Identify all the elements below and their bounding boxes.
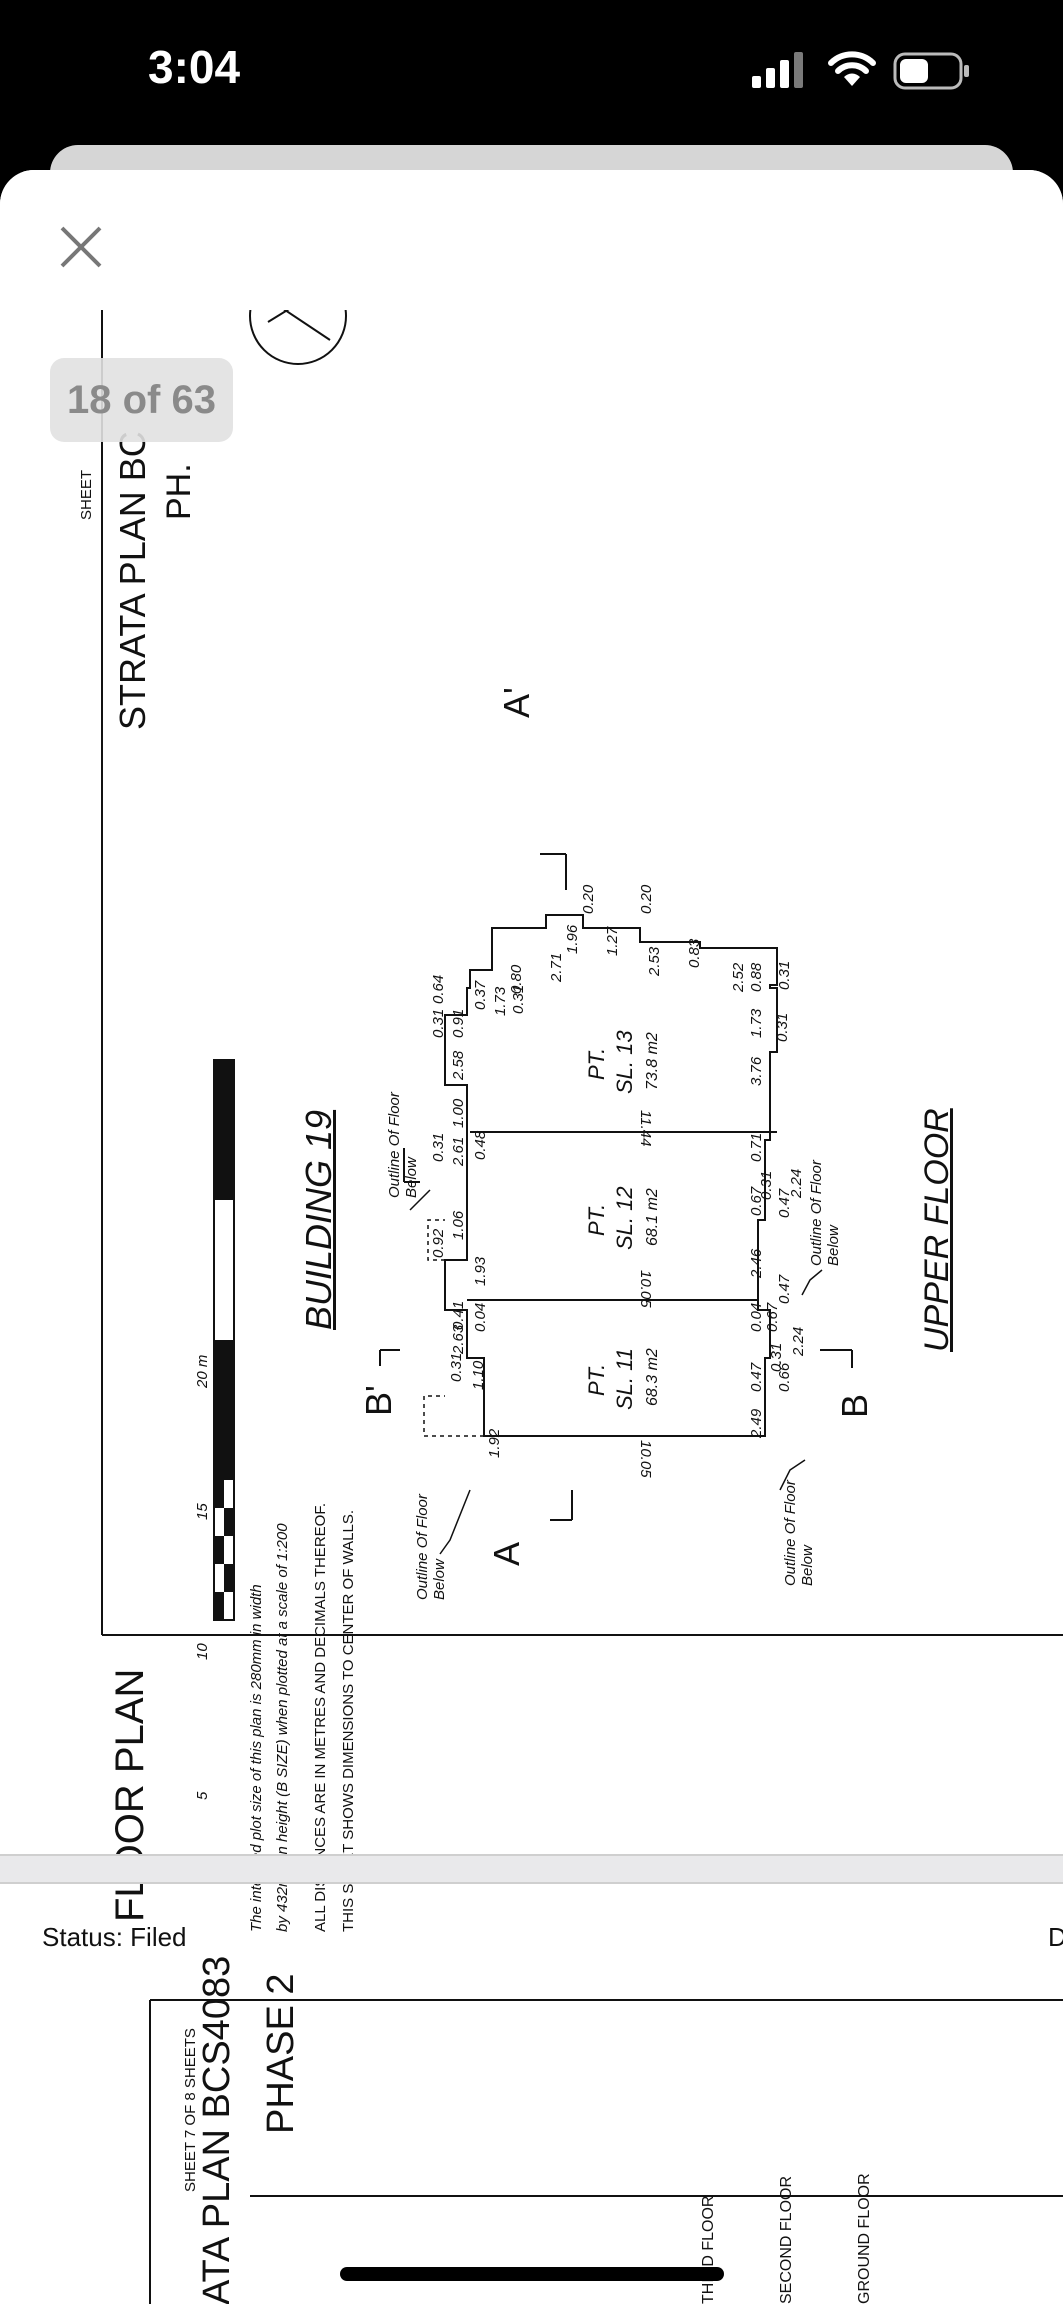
page-counter-badge: 18 of 63 bbox=[50, 358, 233, 442]
dim-top: 0.37 bbox=[472, 980, 489, 1010]
dim-bottom: 0.88 bbox=[748, 962, 765, 992]
dim-top: 0.80 bbox=[508, 964, 525, 994]
dim-bottom: 2.46 bbox=[748, 1248, 765, 1278]
scale-label-5: 5 bbox=[194, 1791, 211, 1800]
dim-bottom: 0.31 bbox=[774, 1012, 791, 1042]
floor-label-third: THIRD FLOOR bbox=[700, 2195, 717, 2304]
dim-top: 0.20 bbox=[638, 884, 655, 914]
dim-top: 2.61 bbox=[450, 1136, 467, 1166]
dim-top: 1.96 bbox=[564, 924, 581, 954]
dim-width-sl12: 10.05 bbox=[637, 1270, 654, 1308]
dim-top: 0.04 bbox=[472, 1302, 489, 1332]
scale-label-20: 20 m bbox=[194, 1354, 211, 1388]
document-viewer-sheet: FLOOR PLAN 5 10 15 20 m The intended plo… bbox=[0, 170, 1063, 2304]
dim-top: 1.27 bbox=[604, 926, 621, 956]
strata-plan-title: STRATA PLAN BC bbox=[112, 431, 153, 730]
building-label: BUILDING 19 bbox=[298, 1109, 339, 1330]
wifi-icon bbox=[828, 51, 876, 86]
document-page-18: FLOOR PLAN 5 10 15 20 m The intended plo… bbox=[0, 310, 1063, 1932]
dim-bottom: 0.47 bbox=[748, 1362, 765, 1392]
page-19-drawing bbox=[149, 1999, 1063, 2304]
scale-label-10: 10 bbox=[194, 1643, 211, 1660]
floor-label-ground: GROUND FLOOR bbox=[856, 2173, 873, 2304]
dim-top: 1.73 bbox=[492, 986, 509, 1016]
unit-sl12-area: 68.1 m2 bbox=[644, 1188, 661, 1246]
unit-sl12-pt: PT. bbox=[584, 1203, 609, 1236]
outline-label-1: Outline Of Floor Below bbox=[414, 1494, 448, 1600]
dim-top: 2.58 bbox=[450, 1050, 467, 1080]
outline-label-4: Outline Of Floor Below bbox=[808, 1160, 842, 1266]
document-scroll-area[interactable]: FLOOR PLAN 5 10 15 20 m The intended plo… bbox=[0, 310, 1063, 2304]
document-status: Status: Filed bbox=[42, 1922, 187, 1952]
unit-sl11-pt: PT. bbox=[584, 1363, 609, 1396]
scale-label-15: 15 bbox=[194, 1503, 211, 1520]
building-outline bbox=[444, 914, 778, 1437]
status-bar: 3:04 bbox=[0, 0, 1063, 150]
unit-sl13-area: 73.8 m2 bbox=[644, 1032, 661, 1090]
document-page-19: Status: Filed D SHEET 7 OF 8 SHEETS ATA … bbox=[0, 1880, 1063, 2304]
unit-sl13-number: SL. 13 bbox=[612, 1030, 637, 1094]
section-mark-b: B bbox=[834, 1393, 875, 1418]
dim-bottom: 0.71 bbox=[748, 1132, 765, 1162]
unit-sl13-pt: PT. bbox=[584, 1047, 609, 1080]
page-divider bbox=[0, 1854, 1063, 1884]
dim-top: 0.31 bbox=[430, 1008, 447, 1038]
sheet-label: SHEET bbox=[78, 469, 95, 520]
phase-title: PHASE 2 bbox=[260, 1973, 302, 2134]
dim-top: 0.31 bbox=[448, 1352, 465, 1382]
dim-top: 1.93 bbox=[472, 1256, 489, 1286]
dim-bottom: 1.73 bbox=[748, 1008, 765, 1038]
dim-top: 0.92 bbox=[430, 1228, 447, 1258]
phase-label: PH. bbox=[160, 463, 198, 520]
dim-bottom: 0.31 bbox=[758, 1170, 775, 1200]
dim-bottom: 0.31 bbox=[768, 1342, 785, 1372]
dim-top: 1.06 bbox=[450, 1210, 467, 1240]
dim-bottom: 3.76 bbox=[748, 1056, 765, 1086]
dim-width-sl13: 11.44 bbox=[637, 1110, 654, 1147]
dim-top: 1.00 bbox=[450, 1098, 467, 1128]
viewer-header bbox=[0, 170, 1063, 311]
dim-top: 0.48 bbox=[472, 1130, 489, 1160]
dim-top: 0.83 bbox=[686, 938, 703, 968]
dim-top: 1.92 bbox=[486, 1428, 503, 1458]
dim-width-sl11: 10.05 bbox=[637, 1440, 654, 1478]
dim-top: 0.64 bbox=[430, 974, 447, 1004]
dim-top: 0.41 bbox=[450, 1300, 467, 1330]
home-indicator[interactable] bbox=[340, 2267, 724, 2281]
upper-floor-label: UPPER FLOOR bbox=[918, 1108, 956, 1352]
dim-bottom: 2.49 bbox=[748, 1408, 765, 1438]
outline-label-2: Outline Of Floor Below bbox=[782, 1480, 816, 1586]
floor-plan-drawing bbox=[101, 310, 1063, 1636]
battery-icon bbox=[893, 52, 969, 90]
floor-label-second: SECOND FLOOR bbox=[778, 2175, 795, 2304]
unit-sl11-area: 68.3 m2 bbox=[644, 1348, 661, 1406]
dim-bottom: 2.24 bbox=[788, 1168, 805, 1198]
unit-sl12-number: SL. 12 bbox=[612, 1186, 637, 1250]
dim-top: 0.20 bbox=[580, 884, 597, 914]
close-icon[interactable] bbox=[46, 212, 116, 282]
dim-top: 2.71 bbox=[548, 952, 565, 982]
plan-title: ATA PLAN BCS4083 bbox=[196, 1955, 238, 2304]
dim-bottom: 0.47 bbox=[776, 1274, 793, 1304]
section-mark-a-prime: A' bbox=[496, 687, 537, 718]
status-time: 3:04 bbox=[148, 41, 241, 93]
scale-bar bbox=[213, 1059, 235, 1621]
outline-label-3: Outline Of Floor Below bbox=[386, 1092, 420, 1198]
dim-top: 0.31 bbox=[430, 1132, 447, 1162]
dim-bottom: 2.24 bbox=[790, 1326, 807, 1356]
unit-sl11-number: SL. 11 bbox=[612, 1348, 637, 1410]
dim-top: 2.53 bbox=[646, 946, 663, 976]
dim-top: 0.91 bbox=[450, 1008, 467, 1038]
cellular-signal-icon bbox=[752, 52, 803, 88]
dim-top: 1.10 bbox=[470, 1360, 487, 1390]
cut-off-column-text: D bbox=[1048, 1922, 1063, 1952]
dim-bottom: 0.31 bbox=[776, 960, 793, 990]
section-mark-b-prime: B' bbox=[358, 1385, 399, 1416]
dim-bottom: 2.52 bbox=[730, 962, 747, 992]
dim-bottom: 0.04 bbox=[748, 1302, 765, 1332]
section-mark-a: A bbox=[486, 1541, 527, 1566]
dim-bottom: 0.67 bbox=[764, 1302, 781, 1332]
